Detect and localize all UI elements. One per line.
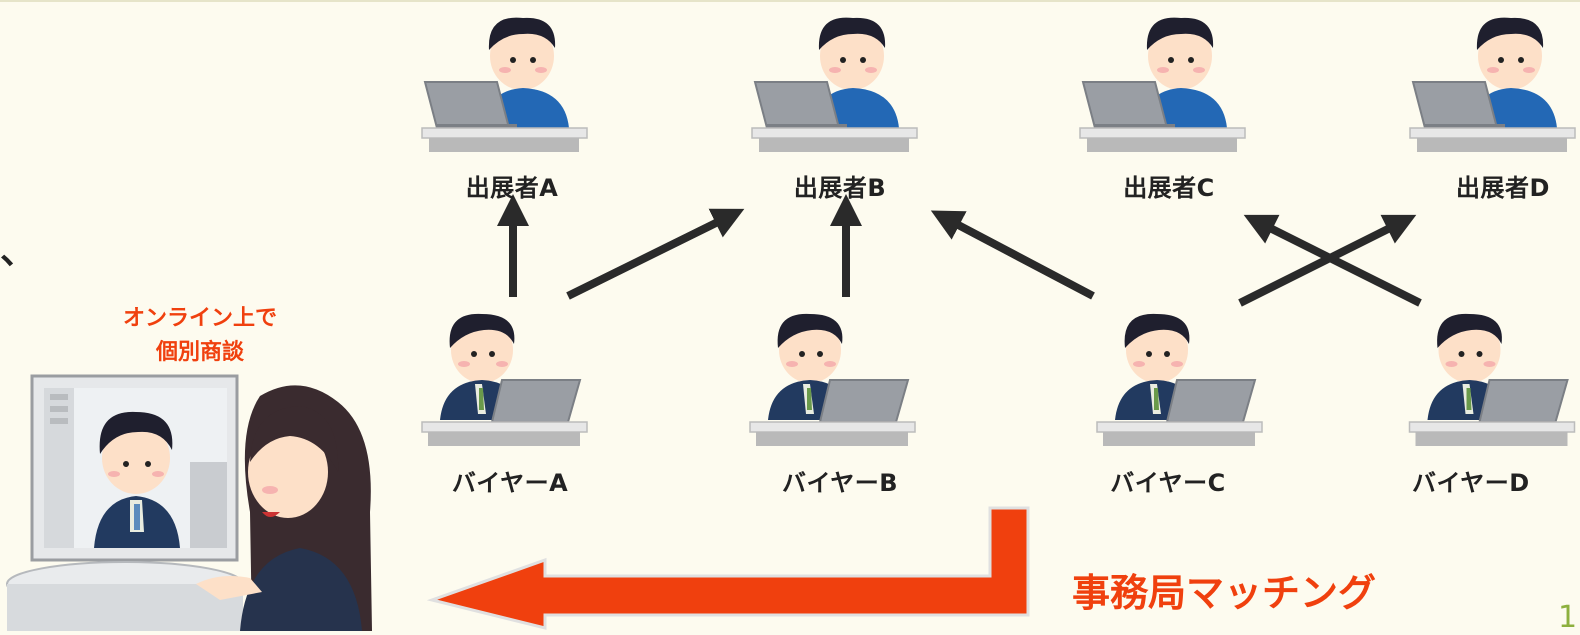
- exhibitor-a-illustration: [421, 17, 588, 152]
- arrow-buyerD-to-exhibitorC: [1243, 214, 1422, 307]
- arrow-buyerA-to-exhibitorB: [566, 208, 745, 300]
- online-meeting-caption: オンライン上で 個別商談: [80, 302, 320, 370]
- exhibitor-c-illustration: [1079, 17, 1246, 152]
- buyer-d-label: バイヤーD: [1412, 469, 1530, 497]
- buyer-b-illustration: [749, 313, 916, 446]
- exhibitor-a-label: 出展者A: [465, 174, 559, 202]
- buyer-d-illustration: [1408, 313, 1576, 446]
- exhibitor-b-illustration: [751, 17, 918, 152]
- exhibitor-d-illustration: [1409, 17, 1576, 152]
- arrow-buyerC-to-exhibitorB: [930, 210, 1095, 300]
- buyer-c-label: バイヤーC: [1110, 469, 1226, 497]
- online-meeting-caption-line2: 個別商談: [155, 340, 244, 365]
- matching-arrow: [426, 506, 1030, 630]
- buyer-a-illustration: [421, 313, 588, 446]
- page-number: 1: [1558, 600, 1578, 635]
- buyer-a-label: バイヤーA: [451, 469, 569, 497]
- online-meeting-illustration: [6, 374, 372, 631]
- top-border-line: [0, 0, 1580, 2]
- buyer-b-label: バイヤーB: [781, 469, 899, 497]
- exhibitor-d-label: 出展者D: [1456, 174, 1550, 202]
- arrow-buyerC-to-exhibitorD: [1238, 214, 1417, 307]
- leftover-punctuation: 、: [0, 231, 37, 272]
- exhibitor-b-label: 出展者B: [793, 174, 887, 202]
- buyer-c-illustration: [1096, 313, 1263, 446]
- matching-label: 事務局マッチング: [1072, 571, 1377, 615]
- online-meeting-caption-line1: オンライン上で: [122, 306, 277, 331]
- exhibitor-c-label: 出展者C: [1123, 174, 1215, 202]
